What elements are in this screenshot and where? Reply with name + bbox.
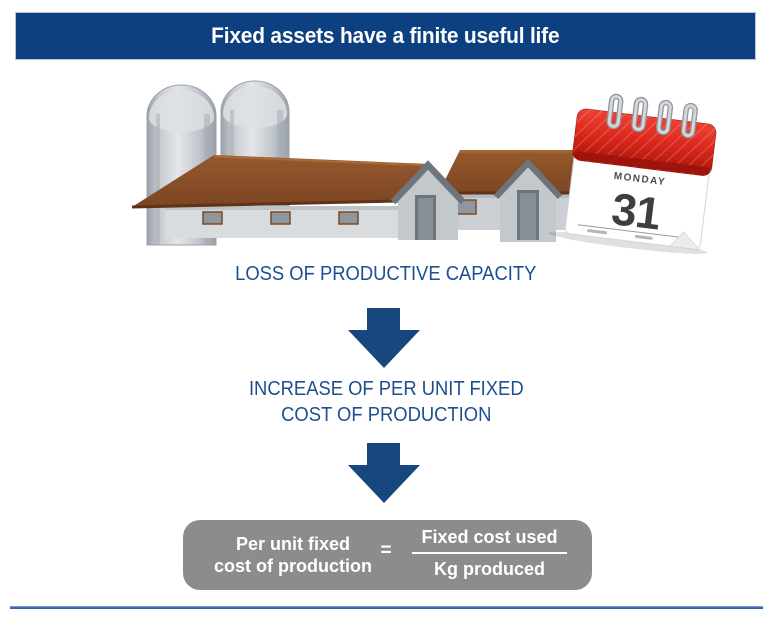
step-increase-of-cost: INCREASE OF PER UNIT FIXED COST OF PRODU… <box>0 376 772 428</box>
arrow-down-icon <box>348 308 420 368</box>
step-increase-label-line2: COST OF PRODUCTION <box>280 404 492 426</box>
formula-lhs: Per unit fixed cost of production <box>187 533 399 577</box>
calendar-rings-icon <box>606 93 698 139</box>
step-loss-of-capacity: LOSS OF PRODUCTIVE CAPACITY <box>0 261 772 287</box>
formula-lhs-line2: cost of production <box>214 556 372 576</box>
formula-box: Per unit fixed cost of production = Fixe… <box>183 520 592 590</box>
arrow-down-icon <box>348 443 420 503</box>
formula-lhs-line1: Per unit fixed <box>235 534 351 554</box>
farm-illustration: MONDAY 31 <box>131 80 717 254</box>
page-curl <box>669 231 701 251</box>
barn-window <box>338 211 359 225</box>
fraction-denominator: Kg produced <box>434 559 545 579</box>
page-title: Fixed assets have a finite useful life <box>211 23 560 48</box>
fraction-numerator: Fixed cost used <box>412 526 567 554</box>
barn-icon <box>131 155 466 240</box>
footer-rule <box>10 606 763 609</box>
step-loss-label: LOSS OF PRODUCTIVE CAPACITY <box>235 263 537 285</box>
calendar-icon: MONDAY 31 <box>548 93 717 254</box>
calendar-day-number: 31 <box>609 183 663 239</box>
equals-sign: = <box>380 540 392 561</box>
barn-window <box>270 211 291 225</box>
barn-window <box>202 211 223 225</box>
header-bar: Fixed assets have a finite useful life <box>15 12 756 60</box>
step-increase-label-line1: INCREASE OF PER UNIT FIXED <box>248 378 524 400</box>
formula-fraction: Fixed cost used Kg produced <box>412 526 567 580</box>
